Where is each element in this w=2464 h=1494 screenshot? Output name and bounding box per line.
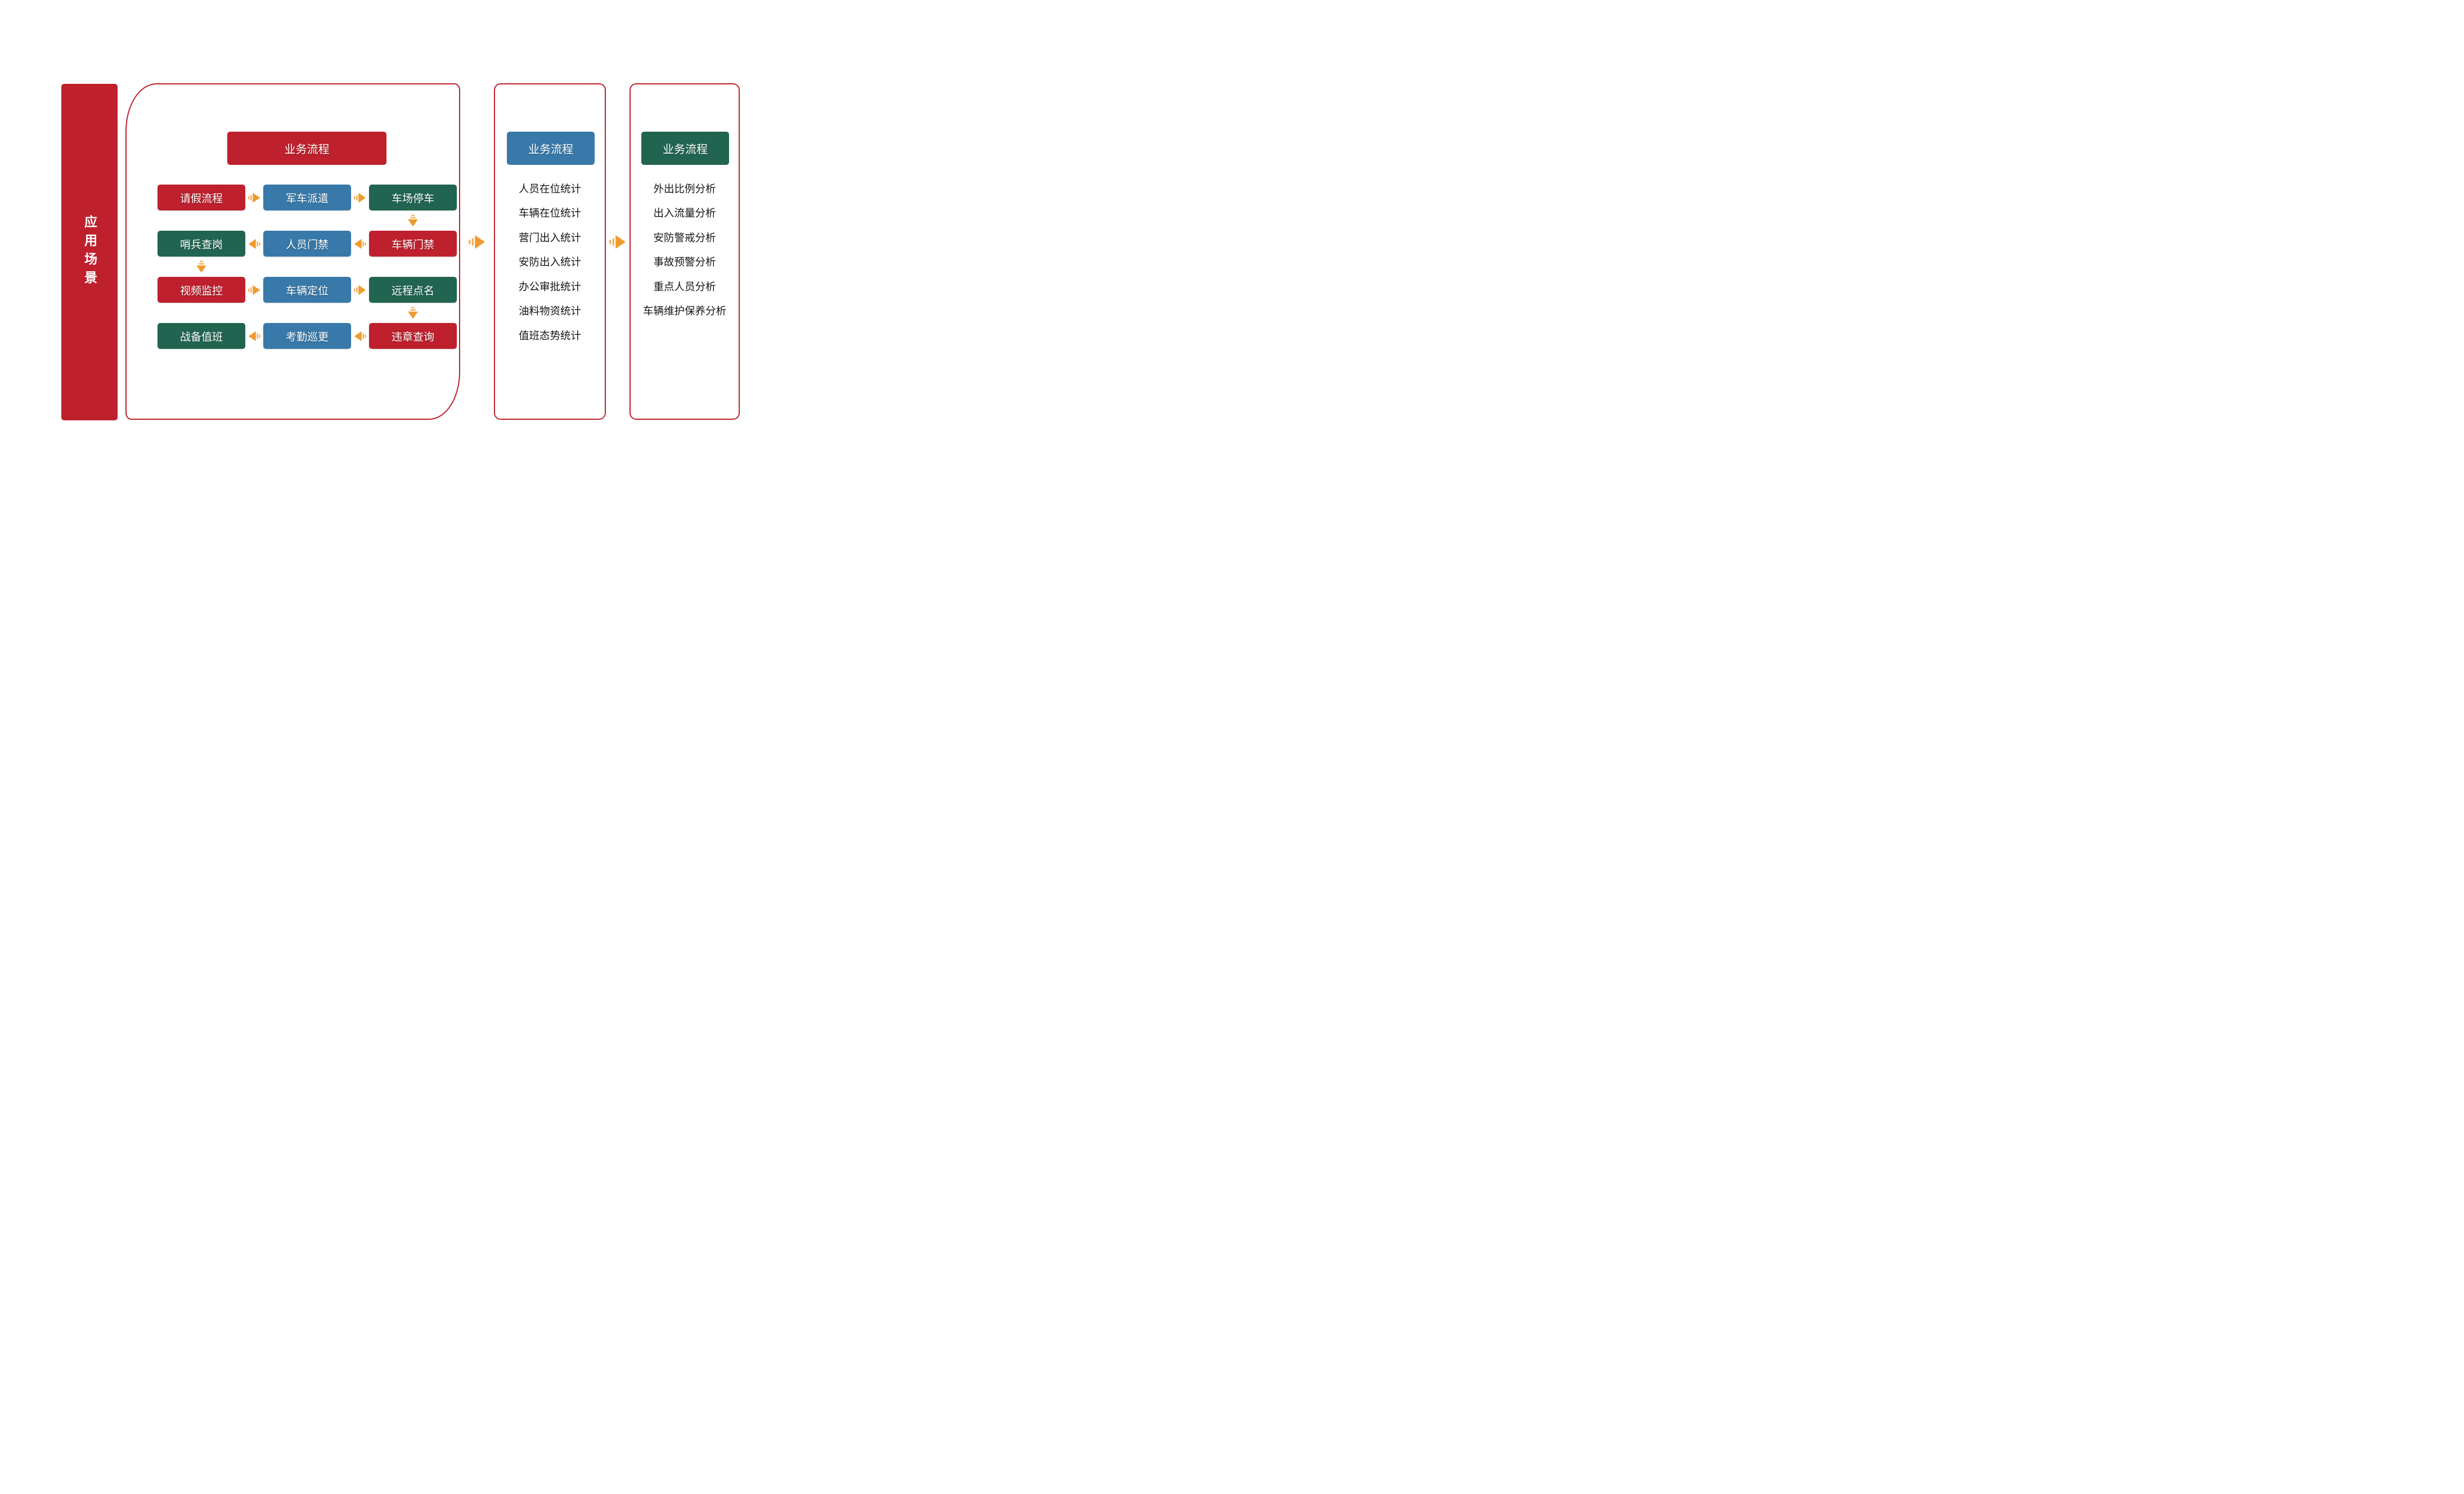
flow-box: 车场停车 xyxy=(369,185,457,210)
left-arrow-icon xyxy=(248,239,260,249)
statistics-item: 人员在位统计 xyxy=(518,182,581,195)
left-arrow-icon xyxy=(354,331,366,342)
flow-box: 远程点名 xyxy=(369,277,457,303)
analysis-item: 出入流量分析 xyxy=(653,207,716,219)
statistics-item: 值班态势统计 xyxy=(518,329,581,342)
down-arrow-icon xyxy=(407,214,419,227)
flow-box: 车辆定位 xyxy=(263,277,351,303)
left-arrow-icon xyxy=(354,239,366,249)
scenario-sidebar-label: 应用场景 xyxy=(82,215,97,289)
statistics-panel: 业务流程 人员在位统计车辆在位统计营门出入统计安防出入统计办公审批统计油料物资统… xyxy=(494,83,606,420)
analysis-panel-header: 业务流程 xyxy=(641,132,729,165)
scenario-sidebar: 应用场景 xyxy=(61,84,118,420)
flow-box: 违章查询 xyxy=(369,323,457,349)
analysis-panel: 业务流程 外出比例分析出入流量分析安防警戒分析事故预警分析重点人员分析车辆维护保… xyxy=(630,83,740,420)
analysis-item: 车辆维护保养分析 xyxy=(642,305,726,317)
right-arrow-icon xyxy=(609,235,626,249)
right-arrow-icon xyxy=(469,235,485,249)
analysis-item: 外出比例分析 xyxy=(653,182,716,195)
right-arrow-icon xyxy=(354,192,366,203)
flow-box: 请假流程 xyxy=(158,185,245,210)
flow-box: 军车派遣 xyxy=(263,185,351,210)
statistics-item: 车辆在位统计 xyxy=(518,207,581,219)
statistics-item: 安防出入统计 xyxy=(518,256,581,268)
down-arrow-icon xyxy=(407,307,419,319)
right-arrow-icon xyxy=(354,285,366,295)
analysis-list: 外出比例分析出入流量分析安防警戒分析事故预警分析重点人员分析车辆维护保养分析 xyxy=(631,176,739,323)
flow-box: 车辆门禁 xyxy=(369,231,457,257)
statistics-item: 办公审批统计 xyxy=(518,280,581,293)
analysis-item: 安防警戒分析 xyxy=(653,231,716,244)
statistics-list: 人员在位统计车辆在位统计营门出入统计安防出入统计办公审批统计油料物资统计值班态势… xyxy=(495,176,605,348)
right-arrow-icon xyxy=(248,285,260,295)
flow-box: 哨兵查岗 xyxy=(158,231,245,257)
statistics-item: 营门出入统计 xyxy=(518,231,581,244)
flow-box: 人员门禁 xyxy=(263,231,351,257)
analysis-item: 事故预警分析 xyxy=(653,256,716,268)
statistics-item: 油料物资统计 xyxy=(518,305,581,317)
flow-box: 考勤巡更 xyxy=(263,323,351,349)
right-arrow-icon xyxy=(248,192,260,203)
analysis-item: 重点人员分析 xyxy=(653,280,716,293)
statistics-panel-header: 业务流程 xyxy=(507,132,595,165)
diagram-canvas: 应用场景 业务流程 请假流程军车派遣车场停车哨兵查岗人员门禁车辆门禁视频监控车辆… xyxy=(0,0,821,498)
down-arrow-icon xyxy=(195,261,208,273)
flow-box: 视频监控 xyxy=(158,277,245,303)
workflow-panel: 业务流程 请假流程军车派遣车场停车哨兵查岗人员门禁车辆门禁视频监控车辆定位远程点… xyxy=(125,83,460,420)
workflow-panel-header: 业务流程 xyxy=(227,132,386,165)
left-arrow-icon xyxy=(248,331,260,342)
flow-box: 战备值班 xyxy=(158,323,245,349)
